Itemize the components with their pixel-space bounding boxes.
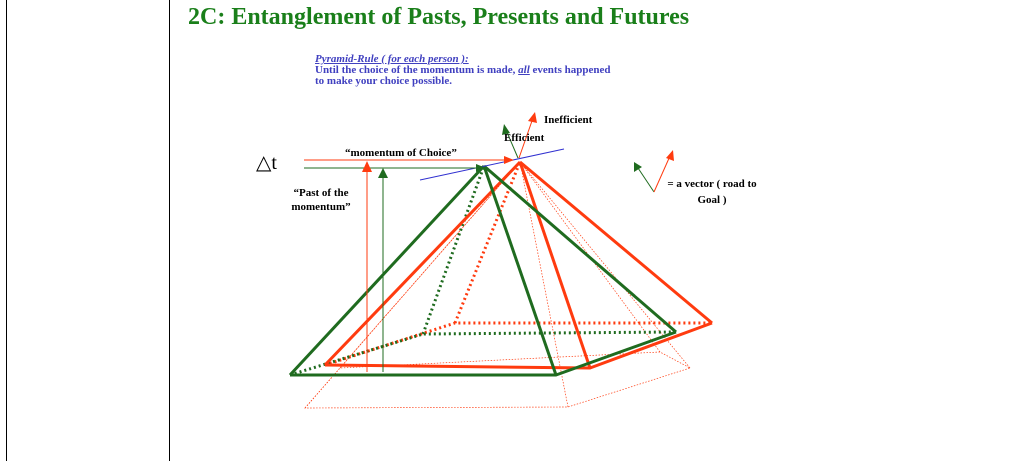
arrowhead-red-v: [362, 161, 372, 172]
arrowhead-green-h: [476, 164, 486, 172]
rule-line-2: to make your choice possible.: [315, 75, 452, 87]
page-border-right: [169, 0, 170, 461]
past-label: “Past of the momentum”: [291, 187, 351, 213]
momentum-line: [419, 148, 565, 181]
rule-line-1: Until the choice of the momentum is made…: [315, 65, 735, 76]
rule-text-a: Until the choice of the momentum is made…: [315, 64, 519, 76]
arrowhead-green-v: [378, 168, 388, 178]
delta-t-label: △t: [256, 152, 277, 174]
momentum-label: “momentum of Choice”: [345, 147, 457, 159]
rule-heading: Pyramid-Rule ( for each person ):: [315, 53, 469, 65]
inefficient-arrow: [518, 117, 534, 159]
slide-title: 2C: Entanglement of Pasts, Presents and …: [188, 4, 690, 30]
back-edges: [289, 161, 712, 377]
efficient-label: Efficient: [504, 132, 545, 144]
time-arrows: [304, 159, 510, 372]
rule-text-b: events happened: [529, 64, 611, 76]
arrowhead-red-h: [504, 156, 514, 164]
red-pyramid: [323, 160, 713, 370]
green-pyramid: [288, 164, 677, 377]
rule-emphasis: all: [518, 64, 530, 76]
base-shadow: [304, 161, 691, 409]
vector-legend-icon: [634, 150, 674, 193]
efficient-arrow: [505, 129, 519, 159]
vector-label: = a vector ( road to Goal ): [667, 178, 757, 206]
pyramid-rule: Pyramid-Rule ( for each person ): Until …: [315, 54, 735, 87]
page-border-left: [6, 0, 7, 461]
inefficient-label: Inefficient: [544, 114, 593, 126]
